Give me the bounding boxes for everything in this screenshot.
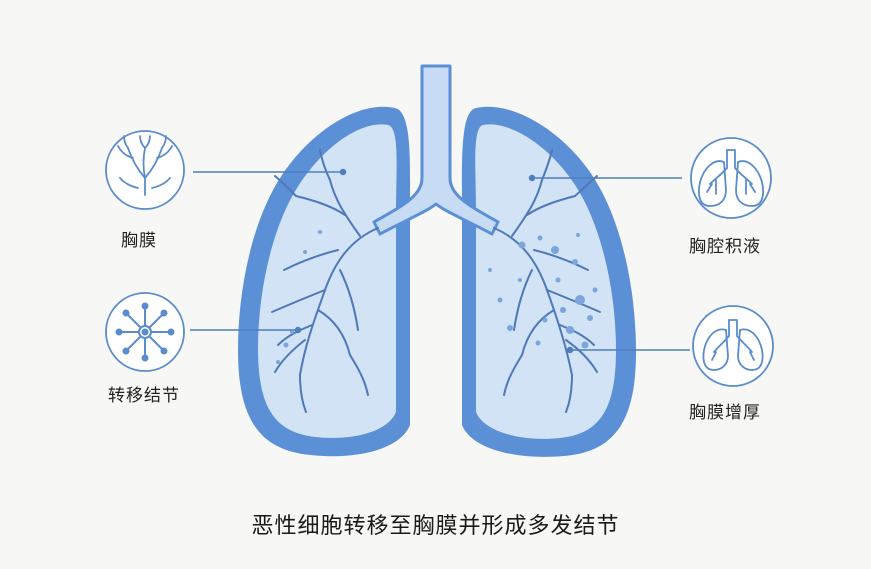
- nodules: [488, 233, 598, 349]
- tree-branch-icon: [105, 130, 185, 210]
- left-lung-inner: [258, 124, 397, 438]
- leader-lines: [190, 168, 690, 354]
- label-pleural-thickening: 胸膜增厚: [689, 403, 761, 423]
- trachea: [372, 64, 500, 236]
- diagram-caption: 恶性细胞转移至胸膜并形成多发结节: [251, 514, 620, 539]
- label-metastatic-nodules: 转移结节: [108, 386, 180, 406]
- lungs-effusion-icon: [690, 137, 772, 219]
- label-pleural-effusion: 胸腔积液: [689, 237, 761, 257]
- trachea-tube: [372, 64, 500, 236]
- left-bronchial-tree: [271, 149, 379, 413]
- label-pleura: 胸膜: [121, 231, 157, 251]
- left-nodules: [276, 230, 322, 364]
- lungs-thickening-icon: [692, 305, 774, 387]
- right-lung: [461, 106, 636, 457]
- left-lung: [238, 106, 411, 457]
- right-lung-inner: [475, 124, 616, 439]
- nodule-cell-icon: [105, 292, 185, 372]
